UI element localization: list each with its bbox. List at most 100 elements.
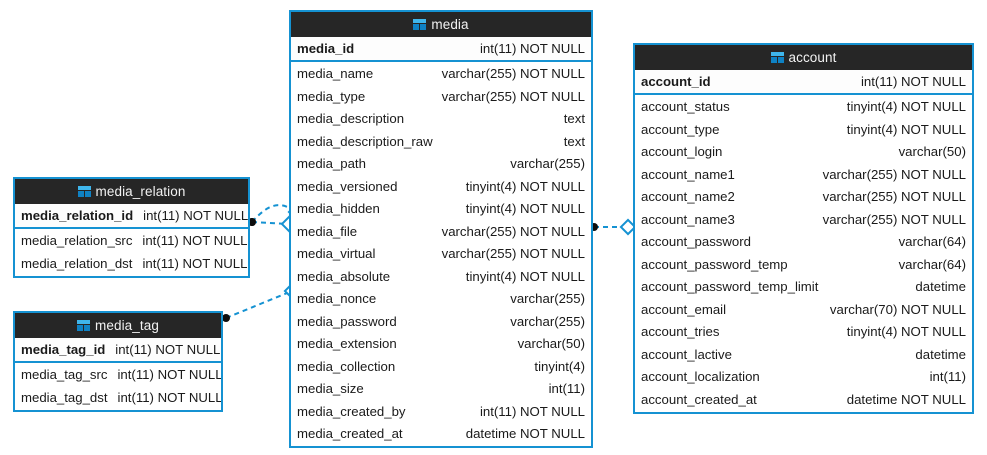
relationship-source-marker — [222, 314, 230, 322]
field-type: int(11) NOT NULL — [115, 341, 221, 357]
table-row[interactable]: account_type tinyint(4) NOT NULL — [635, 118, 972, 141]
field-type: varchar(255) NOT NULL — [441, 223, 585, 239]
field-type: tinyint(4) NOT NULL — [465, 268, 585, 284]
field-type: varchar(50) — [898, 144, 966, 160]
field-type: varchar(255) NOT NULL — [441, 66, 585, 82]
entity-header-account[interactable]: account — [635, 45, 972, 70]
table-icon — [770, 52, 784, 63]
field-type: int(11) NOT NULL — [142, 233, 248, 249]
field-name: media_relation_dst — [21, 255, 133, 271]
entity-title-media: media — [431, 17, 469, 32]
field-name: account_tries — [641, 324, 720, 340]
table-row[interactable]: media_created_at datetime NOT NULL — [291, 423, 591, 446]
entity-header-media[interactable]: media — [291, 12, 591, 37]
field-type: datetime — [915, 279, 966, 295]
table-icon — [77, 186, 91, 197]
entity-header-media-relation[interactable]: media_relation — [15, 179, 248, 204]
field-type: varchar(64) — [898, 234, 966, 250]
table-row[interactable]: account_name3 varchar(255) NOT NULL — [635, 208, 972, 231]
field-name: account_password — [641, 234, 751, 250]
field-name: media_collection — [297, 358, 396, 374]
primary-key-section-media-relation: media_relation_id int(11) NOT NULL — [15, 204, 248, 229]
table-row[interactable]: media_relation_id int(11) NOT NULL — [15, 204, 248, 227]
field-type: int(11) — [548, 381, 585, 397]
relationship-line[interactable] — [251, 221, 290, 225]
table-row[interactable]: media_relation_dst int(11) NOT NULL — [15, 252, 248, 275]
table-row[interactable]: account_id int(11) NOT NULL — [635, 70, 972, 93]
entity-title-media-tag: media_tag — [95, 318, 159, 333]
field-name: media_tag_id — [21, 341, 106, 357]
table-row[interactable]: media_size int(11) — [291, 378, 591, 401]
field-name: media_relation_src — [21, 233, 133, 249]
primary-key-section-account: account_id int(11) NOT NULL — [635, 70, 972, 95]
entity-media[interactable]: media media_id int(11) NOT NULL media_na… — [289, 10, 593, 448]
field-name: account_email — [641, 301, 727, 317]
field-name: account_type — [641, 121, 720, 137]
entity-media-relation[interactable]: media_relation media_relation_id int(11)… — [13, 177, 250, 278]
field-type: varchar(255) NOT NULL — [822, 211, 966, 227]
field-name: media_nonce — [297, 291, 377, 307]
field-name: account_password_temp_limit — [641, 279, 819, 295]
field-name: account_localization — [641, 369, 760, 385]
field-name: media_description_raw — [297, 133, 433, 149]
field-name: media_created_at — [297, 426, 403, 442]
field-type: datetime — [915, 346, 966, 362]
field-name: media_id — [297, 40, 355, 56]
field-type: int(11) NOT NULL — [142, 255, 248, 271]
field-name: media_versioned — [297, 178, 398, 194]
field-type: tinyint(4) NOT NULL — [465, 178, 585, 194]
table-row[interactable]: account_password_temp_limit datetime — [635, 276, 972, 299]
entity-account[interactable]: account account_id int(11) NOT NULL acco… — [633, 43, 974, 414]
field-name: media_size — [297, 381, 364, 397]
relationship-line[interactable] — [225, 290, 293, 319]
table-row[interactable]: account_password varchar(64) — [635, 231, 972, 254]
table-row[interactable]: account_lactive datetime — [635, 343, 972, 366]
field-type: tinyint(4) NOT NULL — [846, 121, 966, 137]
table-row[interactable]: media_relation_src int(11) NOT NULL — [15, 230, 248, 253]
field-type: int(11) NOT NULL — [117, 389, 223, 405]
table-row[interactable]: media_versioned tinyint(4) NOT NULL — [291, 175, 591, 198]
field-type: datetime NOT NULL — [465, 426, 585, 442]
field-type: tinyint(4) NOT NULL — [465, 201, 585, 217]
entity-media-tag[interactable]: media_tag media_tag_id int(11) NOT NULL … — [13, 311, 223, 412]
field-name: account_id — [641, 73, 711, 89]
field-name: media_tag_src — [21, 367, 108, 383]
entity-header-media-tag[interactable]: media_tag — [15, 313, 221, 338]
field-name: account_lactive — [641, 346, 732, 362]
field-name: account_name3 — [641, 211, 735, 227]
field-type: int(11) NOT NULL — [479, 403, 585, 419]
field-type: tinyint(4) NOT NULL — [846, 99, 966, 115]
primary-key-section-media-tag: media_tag_id int(11) NOT NULL — [15, 338, 221, 363]
field-name: media_type — [297, 88, 366, 104]
table-row[interactable]: media_tag_id int(11) NOT NULL — [15, 338, 221, 361]
table-row[interactable]: media_id int(11) NOT NULL — [291, 37, 591, 60]
